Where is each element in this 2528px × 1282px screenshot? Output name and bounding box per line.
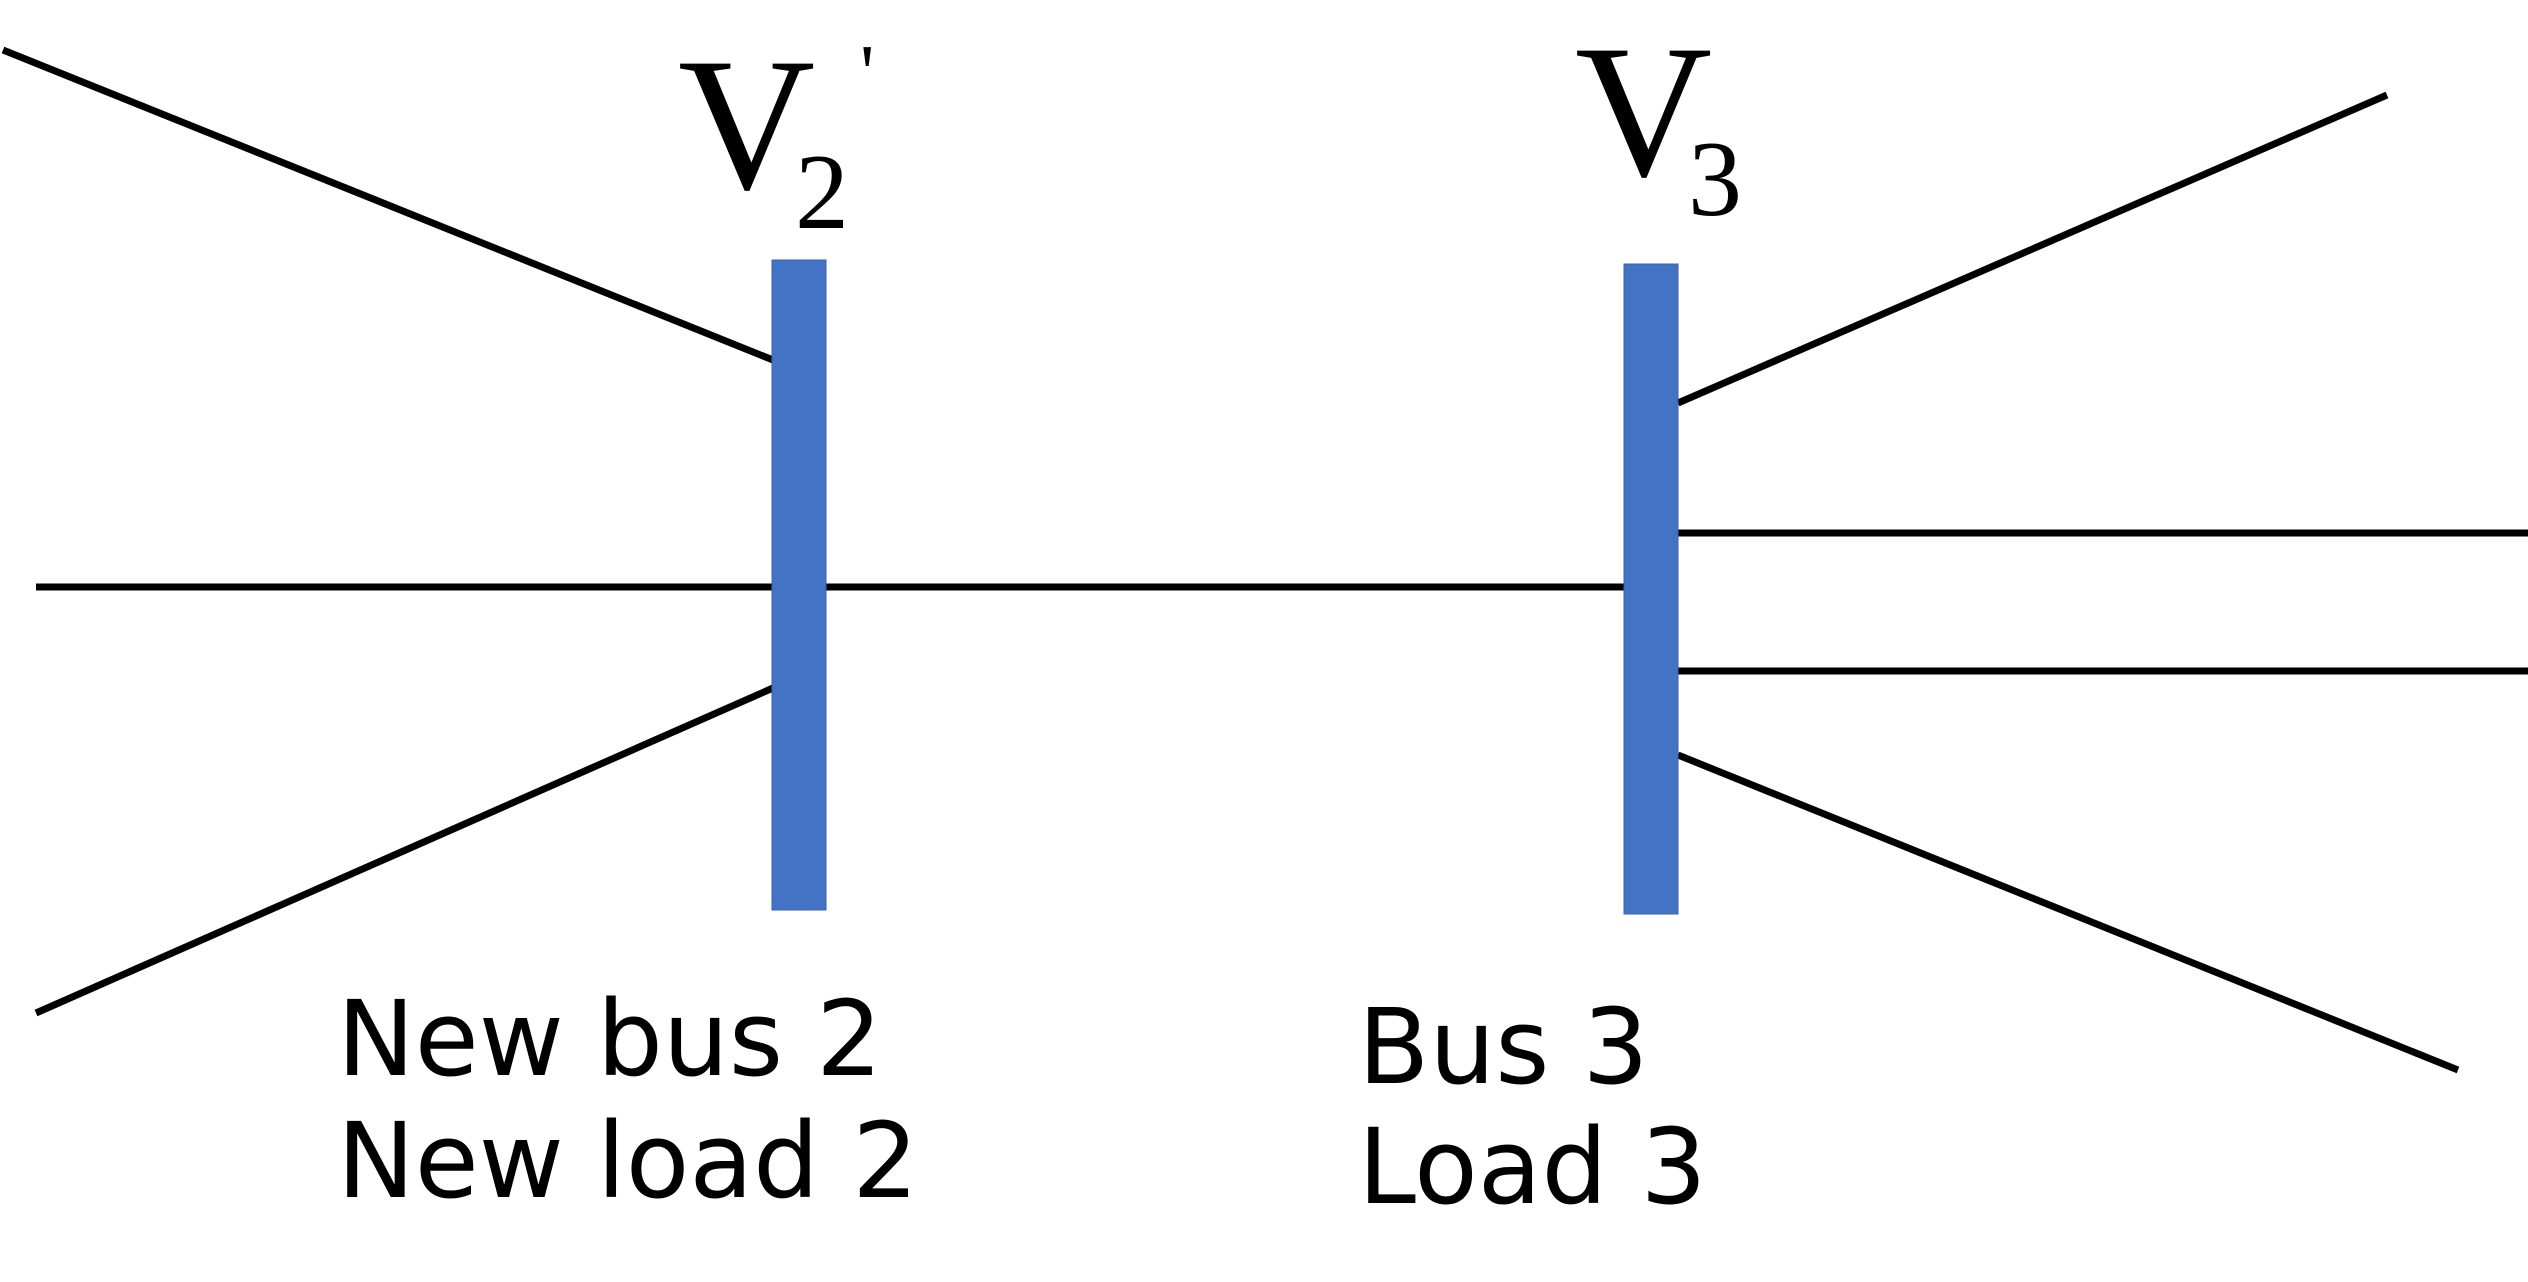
line-upper-left-to-bus-2 bbox=[1, 46, 775, 364]
bus-3-voltage-label: V 3 bbox=[1575, 7, 1742, 239]
bus-2-voltage-subscript: 2 bbox=[795, 133, 849, 252]
bus-2-caption-line-1: New bus 2 bbox=[337, 978, 882, 1100]
bus-3-caption-line-1: Bus 3 bbox=[1358, 986, 1649, 1108]
bus-3-caption-line-2: Load 3 bbox=[1358, 1106, 1707, 1228]
bus-2-voltage-label: V 2 ' bbox=[678, 20, 874, 252]
bus-2-bar bbox=[771, 259, 827, 911]
bus-2-caption: New bus 2 New load 2 bbox=[337, 978, 918, 1222]
bus-2-voltage-prime: ' bbox=[860, 30, 874, 118]
bus-3-caption: Bus 3 Load 3 bbox=[1358, 986, 1707, 1228]
line-bus-3-to-lower-right bbox=[1676, 751, 2460, 1074]
bus-2-voltage-symbol: V bbox=[678, 20, 815, 230]
bus-3-voltage-symbol: V bbox=[1575, 7, 1712, 217]
line-lower-left-to-bus-2 bbox=[34, 684, 775, 1017]
line-bus-3-to-upper-right bbox=[1676, 91, 2389, 407]
bus-3-voltage-subscript: 3 bbox=[1688, 120, 1742, 239]
bus-2-caption-line-2: New load 2 bbox=[337, 1100, 918, 1222]
bus-3-bar bbox=[1623, 263, 1679, 915]
